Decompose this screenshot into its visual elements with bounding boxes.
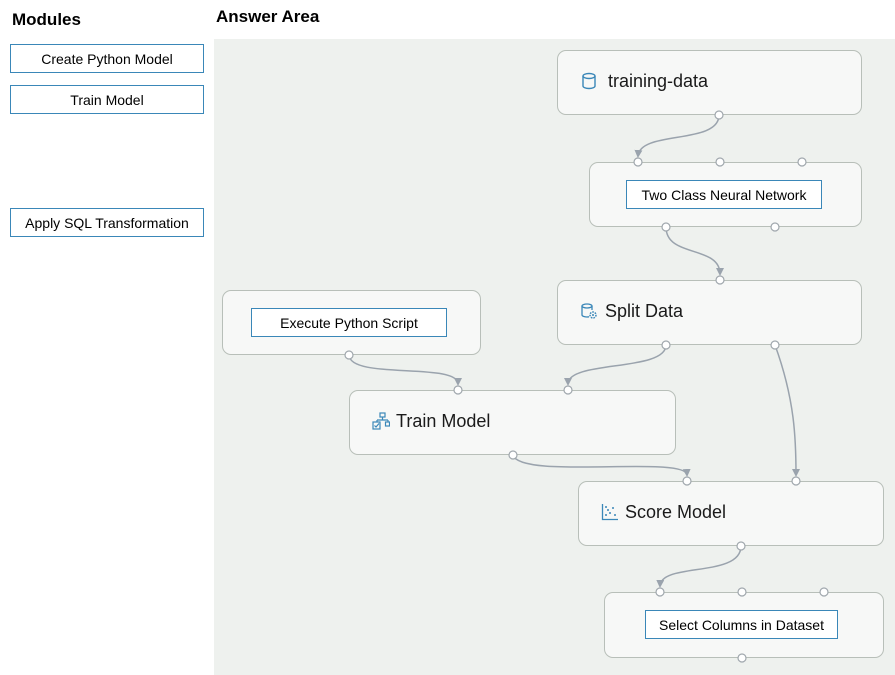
node-split-data[interactable]: Split Data [557, 280, 862, 345]
node-train-model[interactable]: Train Model [349, 390, 676, 455]
modules-heading: Modules [12, 10, 81, 29]
wire-training-to-nn [634, 114, 720, 158]
port [655, 587, 665, 597]
node-training-data[interactable]: training-data [557, 50, 862, 115]
port [633, 157, 643, 167]
wire-train-to-score [512, 454, 691, 477]
node-select-columns-in-dataset[interactable]: Select Columns in Dataset [604, 592, 884, 658]
drop-slot-execute-python-script[interactable]: Execute Python Script [251, 308, 447, 337]
database-icon [582, 72, 596, 90]
node-title: Split Data [605, 301, 684, 321]
port [715, 275, 725, 285]
port [453, 385, 463, 395]
port [661, 222, 671, 232]
module-train-model[interactable]: Train Model [10, 85, 204, 114]
port [508, 450, 518, 460]
answer-area-heading: Answer Area [216, 7, 320, 26]
answer-area-canvas[interactable] [214, 39, 895, 675]
drop-slot-two-class-neural-network[interactable]: Two Class Neural Network [626, 180, 822, 209]
port [791, 476, 801, 486]
wire-score-to-select [656, 545, 742, 588]
node-score-model[interactable]: Score Model [578, 481, 884, 546]
port [819, 587, 829, 597]
node-two-class-neural-network[interactable]: Two Class Neural Network [589, 162, 862, 227]
scatter-plot-icon [601, 504, 618, 521]
wire-python-to-train [348, 354, 462, 386]
drop-slot-select-columns-in-dataset[interactable]: Select Columns in Dataset [645, 610, 838, 639]
port [770, 222, 780, 232]
port [736, 541, 746, 551]
port [715, 157, 725, 167]
node-title: Train Model [396, 411, 491, 431]
port [344, 350, 354, 360]
port [714, 110, 724, 120]
node-title: Score Model [625, 502, 727, 522]
database-gear-icon [581, 303, 597, 319]
hierarchy-check-icon [372, 412, 390, 430]
wire-split-to-train [564, 344, 667, 386]
port [661, 340, 671, 350]
module-create-python-model[interactable]: Create Python Model [10, 44, 204, 73]
port [682, 476, 692, 486]
node-execute-python-script[interactable]: Execute Python Script [222, 290, 481, 355]
node-title: training-data [608, 71, 709, 91]
wire-nn-to-split [665, 226, 724, 276]
module-apply-sql-transformation[interactable]: Apply SQL Transformation [10, 208, 204, 237]
port [563, 385, 573, 395]
wire-split-to-score [774, 344, 800, 477]
port [797, 157, 807, 167]
port [737, 587, 747, 597]
port [737, 653, 747, 663]
port [770, 340, 780, 350]
